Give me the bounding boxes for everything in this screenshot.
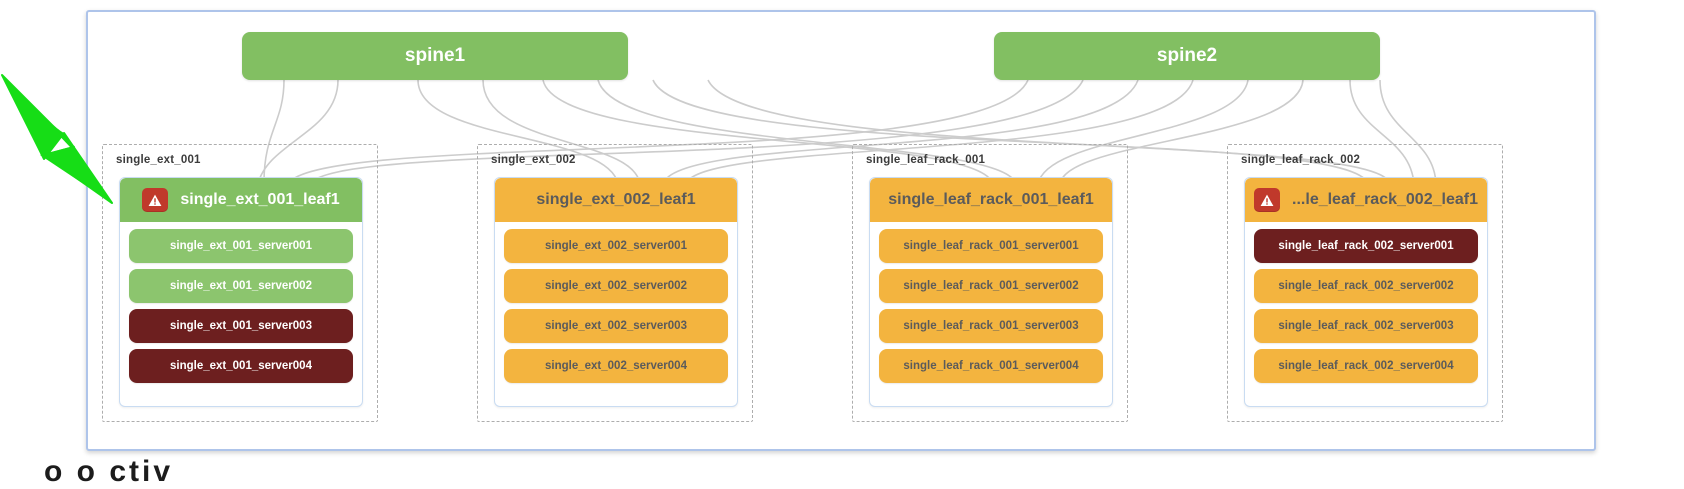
leaf-card[interactable]: single_ext_001_leaf1 single_ext_001_serv… bbox=[119, 177, 363, 407]
server-list: single_leaf_rack_002_server001 single_le… bbox=[1245, 222, 1487, 383]
server-node[interactable]: single_ext_002_server001 bbox=[504, 229, 728, 263]
leaf-node-single-leaf-rack-001-leaf1[interactable]: single_leaf_rack_001_leaf1 bbox=[870, 178, 1112, 222]
spine-label: spine2 bbox=[1156, 45, 1218, 66]
server-node[interactable]: single_leaf_rack_002_server001 bbox=[1254, 229, 1478, 263]
server-node[interactable]: single_leaf_rack_001_server002 bbox=[879, 269, 1103, 303]
warning-icon[interactable] bbox=[142, 188, 169, 212]
spine-node-spine1[interactable]: spine1 bbox=[242, 32, 628, 80]
server-node[interactable]: single_ext_001_server003 bbox=[129, 309, 353, 343]
rack-group-label: single_ext_002 bbox=[491, 154, 576, 166]
rack-group-single-ext-001[interactable]: single_ext_001 single_ext_001_leaf1 sing… bbox=[102, 144, 378, 422]
spine-node-spine2[interactable]: spine2 bbox=[994, 32, 1380, 80]
leaf-label: single_ext_001_leaf1 bbox=[180, 191, 340, 208]
leaf-card[interactable]: ...le_leaf_rack_002_leaf1 single_leaf_ra… bbox=[1244, 177, 1488, 407]
server-node[interactable]: single_leaf_rack_001_server001 bbox=[879, 229, 1103, 263]
leaf-label: ...le_leaf_rack_002_leaf1 bbox=[1292, 191, 1478, 208]
leaf-card[interactable]: single_leaf_rack_001_leaf1 single_leaf_r… bbox=[869, 177, 1113, 407]
leaf-node-single-leaf-rack-002-leaf1[interactable]: ...le_leaf_rack_002_leaf1 bbox=[1245, 178, 1487, 222]
server-node[interactable]: single_ext_001_server001 bbox=[129, 229, 353, 263]
server-node[interactable]: single_ext_002_server003 bbox=[504, 309, 728, 343]
leaf-node-single-ext-002-leaf1[interactable]: single_ext_002_leaf1 bbox=[495, 178, 737, 222]
leaf-card[interactable]: single_ext_002_leaf1 single_ext_002_serv… bbox=[494, 177, 738, 407]
server-node[interactable]: single_ext_001_server004 bbox=[129, 349, 353, 383]
server-node[interactable]: single_leaf_rack_002_server004 bbox=[1254, 349, 1478, 383]
rack-group-single-leaf-rack-001[interactable]: single_leaf_rack_001 single_leaf_rack_00… bbox=[852, 144, 1128, 422]
spine-label: spine1 bbox=[404, 45, 466, 66]
leaf-label: single_leaf_rack_001_leaf1 bbox=[888, 191, 1094, 208]
rack-group-single-leaf-rack-002[interactable]: single_leaf_rack_002 ...le_leaf_rack_002… bbox=[1227, 144, 1503, 422]
server-list: single_leaf_rack_001_server001 single_le… bbox=[870, 222, 1112, 383]
leaf-label: single_ext_002_leaf1 bbox=[536, 191, 696, 208]
rack-group-label: single_ext_001 bbox=[116, 154, 201, 166]
rack-group-single-ext-002[interactable]: single_ext_002 single_ext_002_leaf1 sing… bbox=[477, 144, 753, 422]
server-node[interactable]: single_leaf_rack_001_server004 bbox=[879, 349, 1103, 383]
server-node[interactable]: single_ext_001_server002 bbox=[129, 269, 353, 303]
server-node[interactable]: single_leaf_rack_002_server002 bbox=[1254, 269, 1478, 303]
leaf-node-single-ext-001-leaf1[interactable]: single_ext_001_leaf1 bbox=[120, 178, 362, 222]
page-caption: o o ctiv bbox=[44, 455, 174, 488]
server-node[interactable]: single_ext_002_server002 bbox=[504, 269, 728, 303]
server-list: single_ext_002_server001 single_ext_002_… bbox=[495, 222, 737, 383]
server-node[interactable]: single_leaf_rack_001_server003 bbox=[879, 309, 1103, 343]
server-node[interactable]: single_leaf_rack_002_server003 bbox=[1254, 309, 1478, 343]
warning-icon[interactable] bbox=[1254, 188, 1281, 212]
rack-group-label: single_leaf_rack_002 bbox=[1241, 154, 1361, 166]
rack-group-label: single_leaf_rack_001 bbox=[866, 154, 986, 166]
server-list: single_ext_001_server001 single_ext_001_… bbox=[120, 222, 362, 383]
server-node[interactable]: single_ext_002_server004 bbox=[504, 349, 728, 383]
topology-canvas: spine1 spine2 single_ext_001 single_ext_… bbox=[86, 10, 1596, 451]
